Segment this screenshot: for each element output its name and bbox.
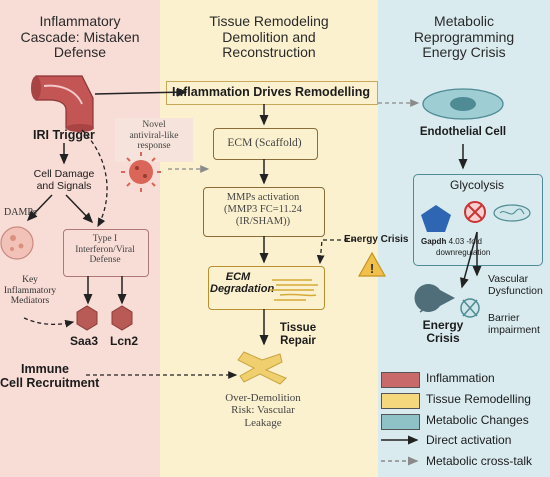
legend-inflammation-swatch <box>381 372 420 388</box>
glycolysis-label: Glycolysis <box>449 178 504 192</box>
energy-crisis-icon <box>414 284 455 313</box>
metabolic-title: Metabolic Reprogramming Energy Crisis <box>413 13 515 61</box>
legend-remodelling-swatch <box>381 393 420 409</box>
lcn2-hexagon-icon <box>111 305 133 331</box>
mmps-label: MMPs activation(MMP3 FC=11.24(IR/SHAM)) <box>224 192 302 227</box>
banner-box <box>166 81 378 105</box>
damps-label: DAMPs <box>4 207 37 218</box>
inhibition-icon <box>464 201 486 223</box>
downregulation-label: downregulation <box>436 248 491 257</box>
energy-crisis-callout: Energy Crisis <box>344 234 409 245</box>
damps-cell-icon <box>0 226 34 260</box>
endothelial-label: Endothelial Cell <box>419 126 507 138</box>
mmps-box <box>203 187 325 237</box>
pentagon-icon <box>421 205 451 232</box>
svg-text:!: ! <box>370 261 374 276</box>
gapdh-label: Gapdh 4.03 -fold <box>421 237 482 246</box>
legend-metabolic-label: Metabolic Changes <box>426 413 529 427</box>
blood-vessel-icon <box>31 75 94 132</box>
tissue-repair-icon <box>237 351 287 385</box>
mitochondria-icon <box>493 204 531 222</box>
ecm-degradation-box <box>208 266 325 310</box>
iri-trigger-label: IRI Trigger <box>33 128 95 142</box>
barrier-icon <box>460 298 480 318</box>
lcn2-label: Lcn2 <box>110 334 139 348</box>
banner-label: Inflammation Drives Remodelling <box>172 85 370 99</box>
legend-direct-label: Direct activation <box>426 433 512 447</box>
endothelial-cell-icon <box>422 88 504 120</box>
legend-remodelling-label: Tissue Remodelling <box>426 392 531 406</box>
ecm-scaffold-box <box>213 128 318 160</box>
saa3-hexagon-icon <box>76 305 98 331</box>
inflammatory-title: Inflammatory Cascade: Mistaken Defense <box>20 13 140 61</box>
ecm-scaffold-label: ECM (Scaffold) <box>227 137 302 149</box>
legend-crosstalk-label: Metabolic cross-talk <box>426 454 533 468</box>
virus-icon <box>121 152 161 192</box>
remodeling-title: Tissue Remodeling Demolition and Reconst… <box>209 13 329 61</box>
warning-icon: ! <box>357 251 387 277</box>
saa3-label: Saa3 <box>70 334 99 348</box>
type1-interferon-box <box>63 229 149 277</box>
novel-response-box <box>115 118 193 162</box>
remodeling-column <box>160 0 378 477</box>
ecm-fibers-icon <box>270 279 318 301</box>
legend-metabolic-swatch <box>381 414 420 430</box>
legend-inflammation-label: Inflammation <box>426 371 495 385</box>
